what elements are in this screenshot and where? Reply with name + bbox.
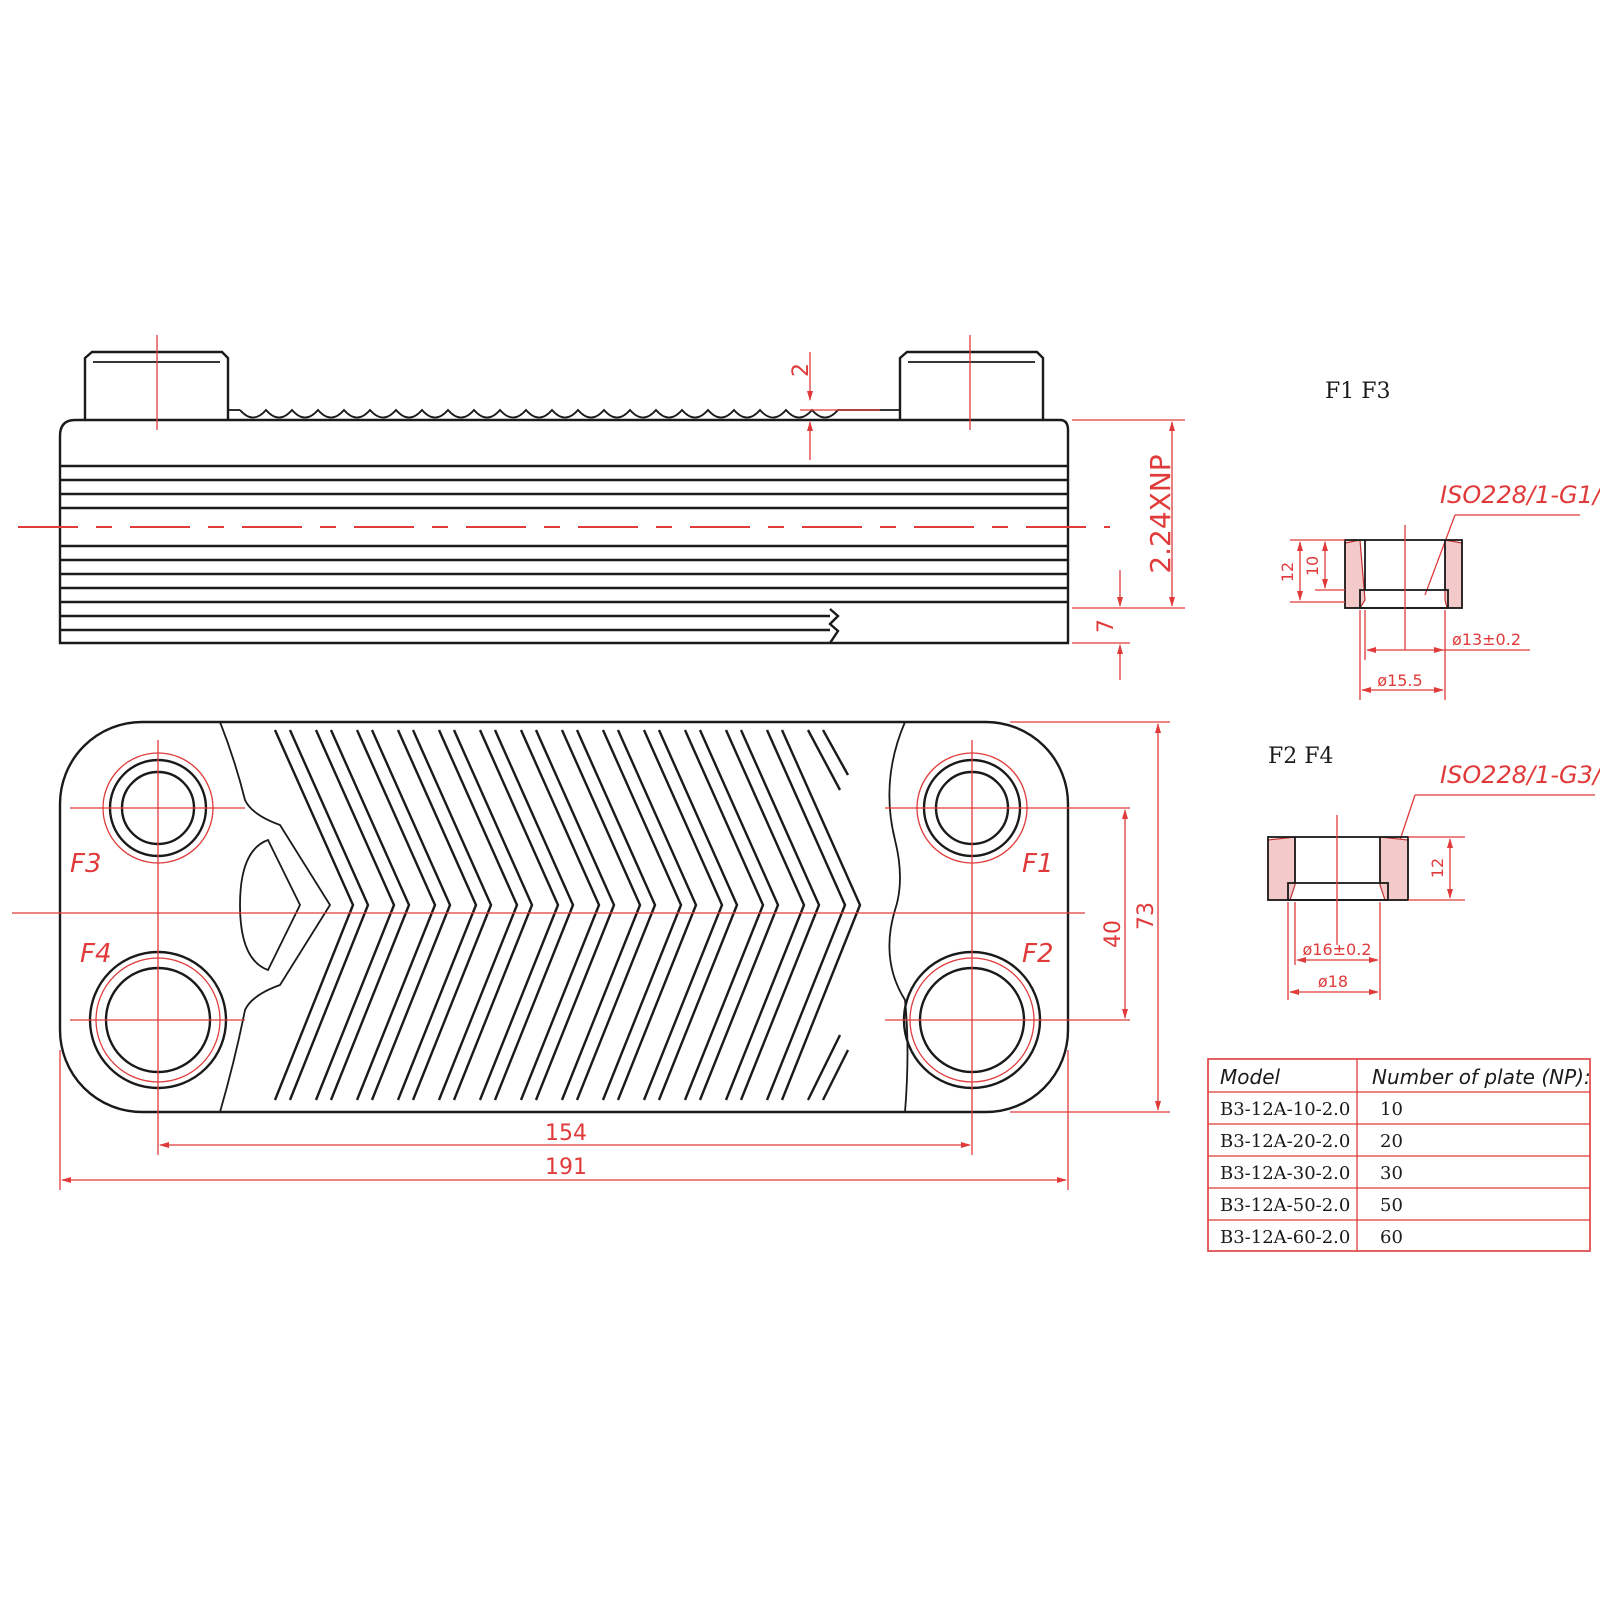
dim-f2f4-12-label: 12: [1428, 858, 1447, 878]
dim-f1f3-outer-label: ø15.5: [1377, 671, 1422, 690]
table-cell-np: 10: [1380, 1099, 1403, 1120]
pattern-boundary: [219, 721, 909, 1113]
dim-40-label: 40: [1101, 920, 1126, 948]
side-view: 2 2.24XNP 7: [18, 335, 1185, 680]
table-cell-np: 50: [1380, 1195, 1403, 1216]
table-cell-model: B3-12A-60-2.0: [1220, 1227, 1350, 1248]
thread-f1-f3-label: ISO228/1-G1/2: [1440, 481, 1600, 509]
table-row: B3-12A-50-2.0 50: [1220, 1195, 1403, 1216]
table-cell-np: 60: [1380, 1227, 1403, 1248]
port-label-f2: F2: [1022, 939, 1054, 969]
front-view: F3 F1 F4 F2 154 191 40 73: [12, 720, 1170, 1190]
port-label-f4: F4: [80, 939, 112, 969]
top-wave: [239, 408, 900, 419]
thread-f2-f4-leader: [1399, 794, 1416, 841]
detail-f2-f4: F2 F4 ISO228/1-G3/4 12 ø16±0.2 ø18: [1267, 744, 1600, 1000]
model-table: Model Number of plate (NP): B3-12A-10-2.…: [1207, 1058, 1591, 1252]
table-cell-np: 30: [1380, 1163, 1403, 1184]
dim-f1f3-bore-label: ø13±0.2: [1452, 630, 1521, 649]
table-cell-model: B3-12A-10-2.0: [1220, 1099, 1350, 1120]
detail-f1-f3: F1 F3 ISO228/1-G1/2 12 10 ø13±0.2 ø15.5: [1278, 379, 1600, 700]
dim-73-label: 73: [1134, 902, 1159, 930]
fitting-f1f3-seat: [1359, 589, 1449, 609]
dim-f1f3-12-label: 12: [1278, 562, 1297, 582]
table-row: B3-12A-20-2.0 20: [1220, 1131, 1403, 1152]
detail-f1-f3-title: F1 F3: [1325, 379, 1391, 404]
fitting-f2f4-left-wall: [1267, 836, 1296, 901]
table-header-model: Model: [1220, 1065, 1280, 1089]
detail-f2-f4-title: F2 F4: [1268, 744, 1334, 769]
table-cell-model: B3-12A-20-2.0: [1220, 1131, 1350, 1152]
dim-stack-label: 2.24XNP: [1144, 454, 1177, 573]
dim-191-label: 191: [545, 1155, 587, 1180]
dim-f2f4-outer-label: ø18: [1318, 972, 1348, 991]
port-label-f1: F1: [1022, 849, 1054, 879]
fitting-f1f3-left-wall: [1344, 539, 1366, 609]
thread-f1-f3-leader: [1424, 514, 1456, 596]
top-connector-right: [898, 350, 1045, 420]
table-cell-model: B3-12A-50-2.0: [1220, 1195, 1350, 1216]
side-body-outline: [58, 418, 1070, 645]
table-frame: [1207, 1058, 1591, 1252]
chevron-pattern: [273, 729, 862, 1101]
dim-f2f4-bore-label: ø16±0.2: [1303, 940, 1372, 959]
dim-7-label: 7: [1094, 619, 1119, 633]
fitting-f2f4-right-wall: [1379, 836, 1409, 901]
dim-f1f3-10-label: 10: [1303, 556, 1322, 576]
dim-154-label: 154: [545, 1121, 587, 1146]
fitting-f2f4-seat: [1287, 882, 1389, 901]
table-row: B3-12A-10-2.0 10: [1220, 1099, 1403, 1120]
table-row: B3-12A-30-2.0 30: [1220, 1163, 1403, 1184]
plate-lines: [60, 464, 1068, 644]
table-cell-model: B3-12A-30-2.0: [1220, 1163, 1350, 1184]
plate-outline: [58, 720, 1070, 1114]
port-label-f3: F3: [70, 849, 102, 879]
thread-f2-f4-label: ISO228/1-G3/4: [1440, 761, 1600, 789]
table-header-np: Number of plate (NP):: [1372, 1065, 1591, 1089]
table-cell-np: 20: [1380, 1131, 1403, 1152]
dim-2-label: 2: [789, 363, 814, 377]
table-row: B3-12A-60-2.0 60: [1220, 1227, 1403, 1248]
port-bulge-left: [239, 838, 302, 972]
